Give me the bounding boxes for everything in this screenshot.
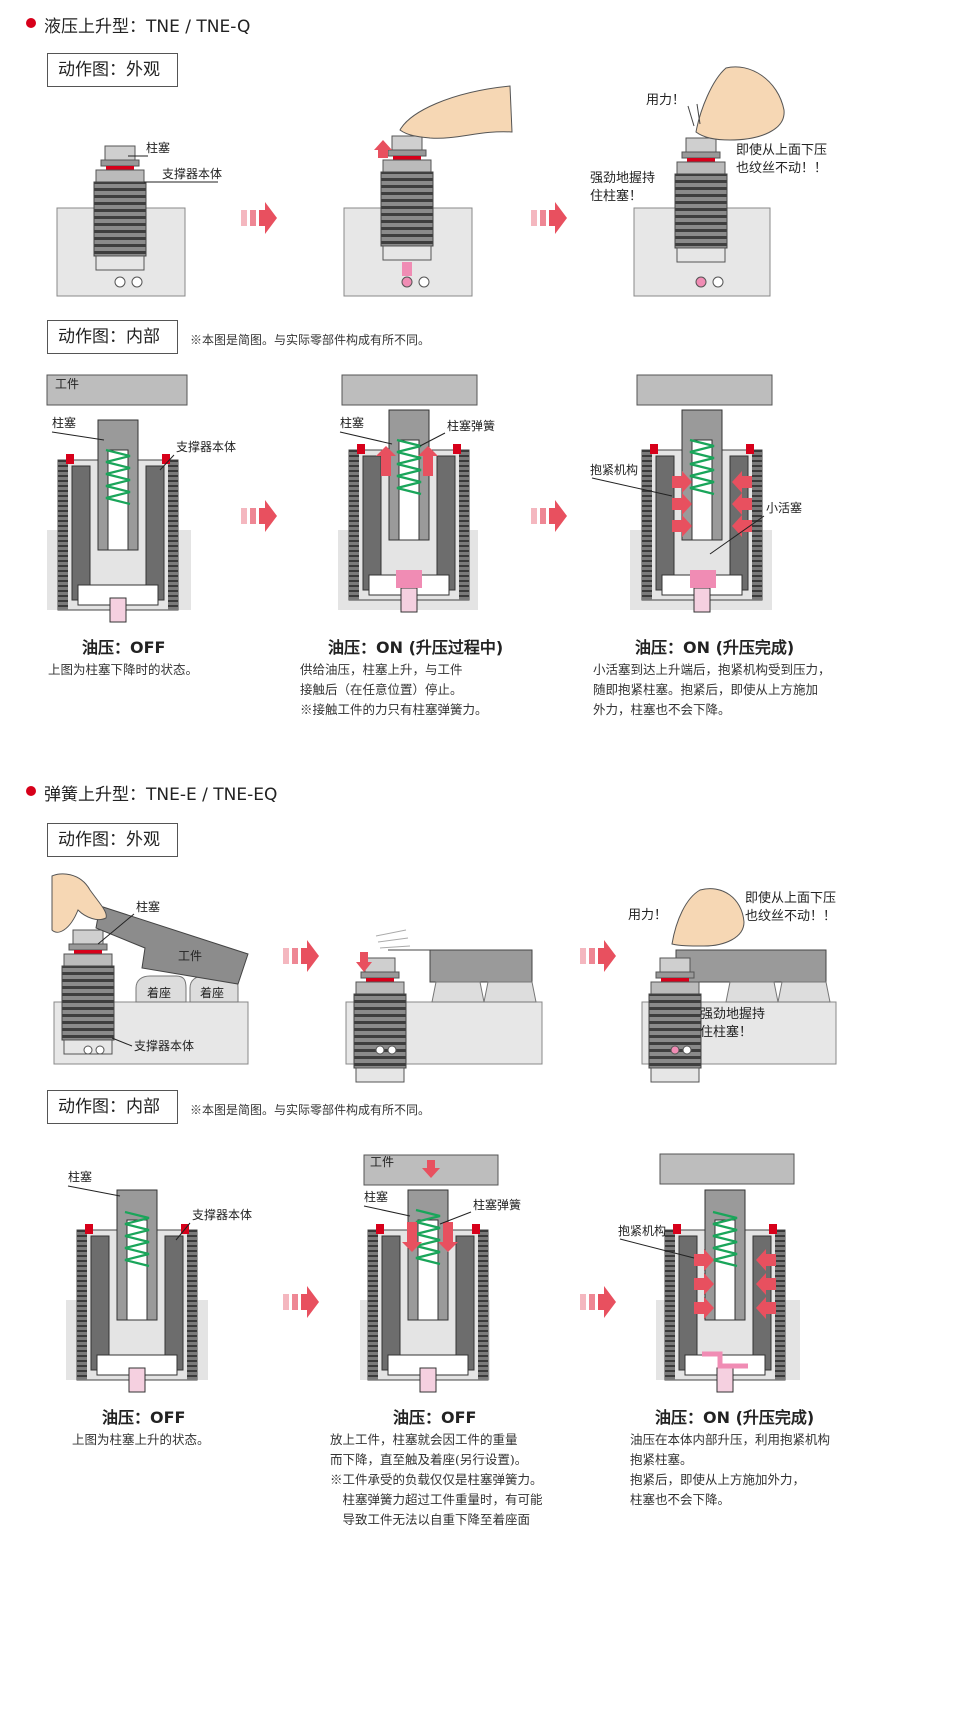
caption6-line: 抱紧后，即使从上方施加外力，	[630, 1472, 806, 1487]
int2-panel-1: 柱塞 支撑器本体	[66, 1169, 252, 1393]
ext2-body-label: 支撑器本体	[134, 1038, 194, 1053]
int1-piston-label: 小活塞	[766, 500, 802, 515]
ext2-seat1-label: 着座	[147, 985, 171, 1000]
flow-arrow-icon	[283, 1286, 319, 1318]
down-arrow-icon	[356, 952, 372, 972]
up-arrow-icon	[374, 140, 392, 158]
flow-arrow-icon	[531, 202, 567, 234]
ext1-body-label: 支撑器本体	[162, 166, 222, 181]
int2-body-label: 支撑器本体	[192, 1207, 252, 1222]
caption5-title: 油压：OFF	[393, 1408, 477, 1427]
int1-clamp-label: 抱紧机构	[590, 462, 638, 477]
ext2-grip-label-1: 强劲地握持	[700, 1007, 765, 1022]
fist-icon	[671, 888, 745, 947]
ext2-press-label-1: 即使从上面下压	[745, 890, 836, 906]
int2-panel-3: 抱紧机构	[618, 1153, 800, 1393]
caption3-line: 外力，柱塞也不会下降。	[593, 702, 731, 717]
caption5-line: 柱塞弹簧力超过工件重量时，有可能	[330, 1492, 543, 1507]
caption3-line: 小活塞到达上升端后，抱紧机构受到压力，	[593, 662, 831, 677]
flow-arrow-icon	[241, 202, 277, 234]
int1-spring-label: 柱塞弹簧	[447, 418, 495, 433]
int2-plunger-label: 柱塞	[68, 1169, 92, 1184]
section2-internal-note: ※本图是简图。与实际零部件构成有所不同。	[190, 1103, 431, 1117]
int2-spring-label: 柱塞弹簧	[473, 1197, 521, 1212]
ext1-panel-2	[343, 85, 513, 297]
finger-icon	[399, 85, 513, 139]
section1-title: 液压上升型：TNE / TNE-Q	[44, 17, 251, 37]
section2-external-label: 动作图：外观	[47, 823, 178, 857]
flow-arrow-icon	[531, 500, 567, 532]
int1-panel-2: 柱塞 柱塞弹簧	[338, 374, 495, 613]
caption5-line: 放上工件，柱塞就会因工件的重量	[330, 1432, 518, 1447]
caption3-title: 油压：ON (升压完成)	[635, 638, 795, 657]
int1-body-label: 支撑器本体	[176, 439, 236, 454]
caption2-line: ※接触工件的力只有柱塞弹簧力。	[300, 702, 488, 717]
caption6-line: 抱紧柱塞。	[630, 1452, 693, 1467]
flow-arrow-icon	[241, 500, 277, 532]
caption6-title: 油压：ON (升压完成)	[655, 1408, 815, 1427]
int1-plunger2-label: 柱塞	[340, 415, 364, 430]
int2-workpiece-label: 工件	[370, 1155, 394, 1169]
ext2-panel-1: 着座 着座 工件 柱塞 支撑器本体	[51, 873, 249, 1065]
int1-workpiece-label: 工件	[55, 377, 79, 391]
flow-arrow-icon	[580, 1286, 616, 1318]
ext1-grip-label-2: 住柱塞！	[590, 188, 642, 204]
ext2-force-label: 用力！	[628, 908, 667, 923]
ext2-grip-label-2: 住柱塞！	[700, 1024, 752, 1040]
ext1-panel-1: 柱塞 支撑器本体	[56, 140, 222, 297]
caption2-line: 供给油压，柱塞上升，与工件	[300, 662, 463, 677]
caption6-line: 油压在本体内部升压，利用抱紧机构	[630, 1432, 831, 1447]
ext1-force-label: 用力！	[646, 93, 685, 108]
flow-arrow-icon	[580, 940, 616, 972]
ext2-seat2-label: 着座	[200, 985, 224, 1000]
workpiece-plate	[95, 905, 249, 985]
section2-internal-label: 动作图：内部	[47, 1090, 178, 1124]
caption2-line: 接触后（在任意位置）停止。	[300, 682, 463, 697]
ext1-press-label-1: 即使从上面下压	[736, 142, 827, 158]
caption3-line: 随即抱紧柱塞。抱紧后，即使从上方施加	[593, 682, 819, 697]
int1-plunger-label: 柱塞	[52, 415, 76, 430]
ext1-plunger-label: 柱塞	[146, 140, 170, 155]
section-bullet-icon	[26, 18, 36, 28]
section1-external-label: 动作图：外观	[47, 53, 178, 87]
caption4-line: 上图为柱塞上升的状态。	[72, 1432, 210, 1447]
caption1-line: 上图为柱塞下降时的状态。	[48, 662, 199, 677]
int1-panel-1: 工件 柱塞 支撑器本体	[46, 374, 236, 623]
ext2-press-label-2: 也纹丝不动！！	[745, 909, 836, 924]
ext2-panel-2	[345, 929, 543, 1083]
caption5-line: 而下降，直至触及着座(另行设置)。	[330, 1452, 528, 1467]
caption1-title: 油压：OFF	[82, 638, 166, 657]
ext2-panel-3: 用力！ 即使从上面下压 也纹丝不动！！ 强劲地握持 住柱塞！	[628, 888, 837, 1083]
hand-icon	[51, 873, 107, 933]
ext2-plunger-label: 柱塞	[136, 899, 160, 914]
caption6-line: 柱塞也不会下降。	[630, 1492, 731, 1507]
ext1-panel-3: 用力！ 强劲地握持 住柱塞！ 即使从上面下压 也纹丝不动！！	[590, 66, 827, 297]
caption5-line: 导致工件无法以自重下降至着座面	[330, 1512, 531, 1527]
ext1-press-label-2: 也纹丝不动！！	[736, 161, 827, 176]
int1-panel-3: 抱紧机构 小活塞	[590, 374, 802, 613]
section1-internal-note: ※本图是简图。与实际零部件构成有所不同。	[190, 333, 431, 347]
down-arrow-icon	[422, 1160, 440, 1178]
ext2-workpiece-label: 工件	[178, 949, 202, 963]
int2-panel-2: 工件 柱塞 柱塞弹簧	[360, 1154, 521, 1393]
section2-title: 弹簧上升型：TNE-E / TNE-EQ	[44, 785, 278, 805]
ext1-grip-label-1: 强劲地握持	[590, 171, 655, 186]
caption2-title: 油压：ON (升压过程中)	[328, 638, 504, 657]
flow-arrow-icon	[283, 940, 319, 972]
int2-clamp-label: 抱紧机构	[618, 1223, 666, 1238]
caption5-line: ※工件承受的负载仅仅是柱塞弹簧力。	[330, 1472, 543, 1487]
section-bullet-icon	[26, 786, 36, 796]
caption4-title: 油压：OFF	[102, 1408, 186, 1427]
fist-icon	[695, 66, 785, 141]
section1-internal-label: 动作图：内部	[47, 320, 178, 354]
int2-plunger2-label: 柱塞	[364, 1189, 388, 1204]
